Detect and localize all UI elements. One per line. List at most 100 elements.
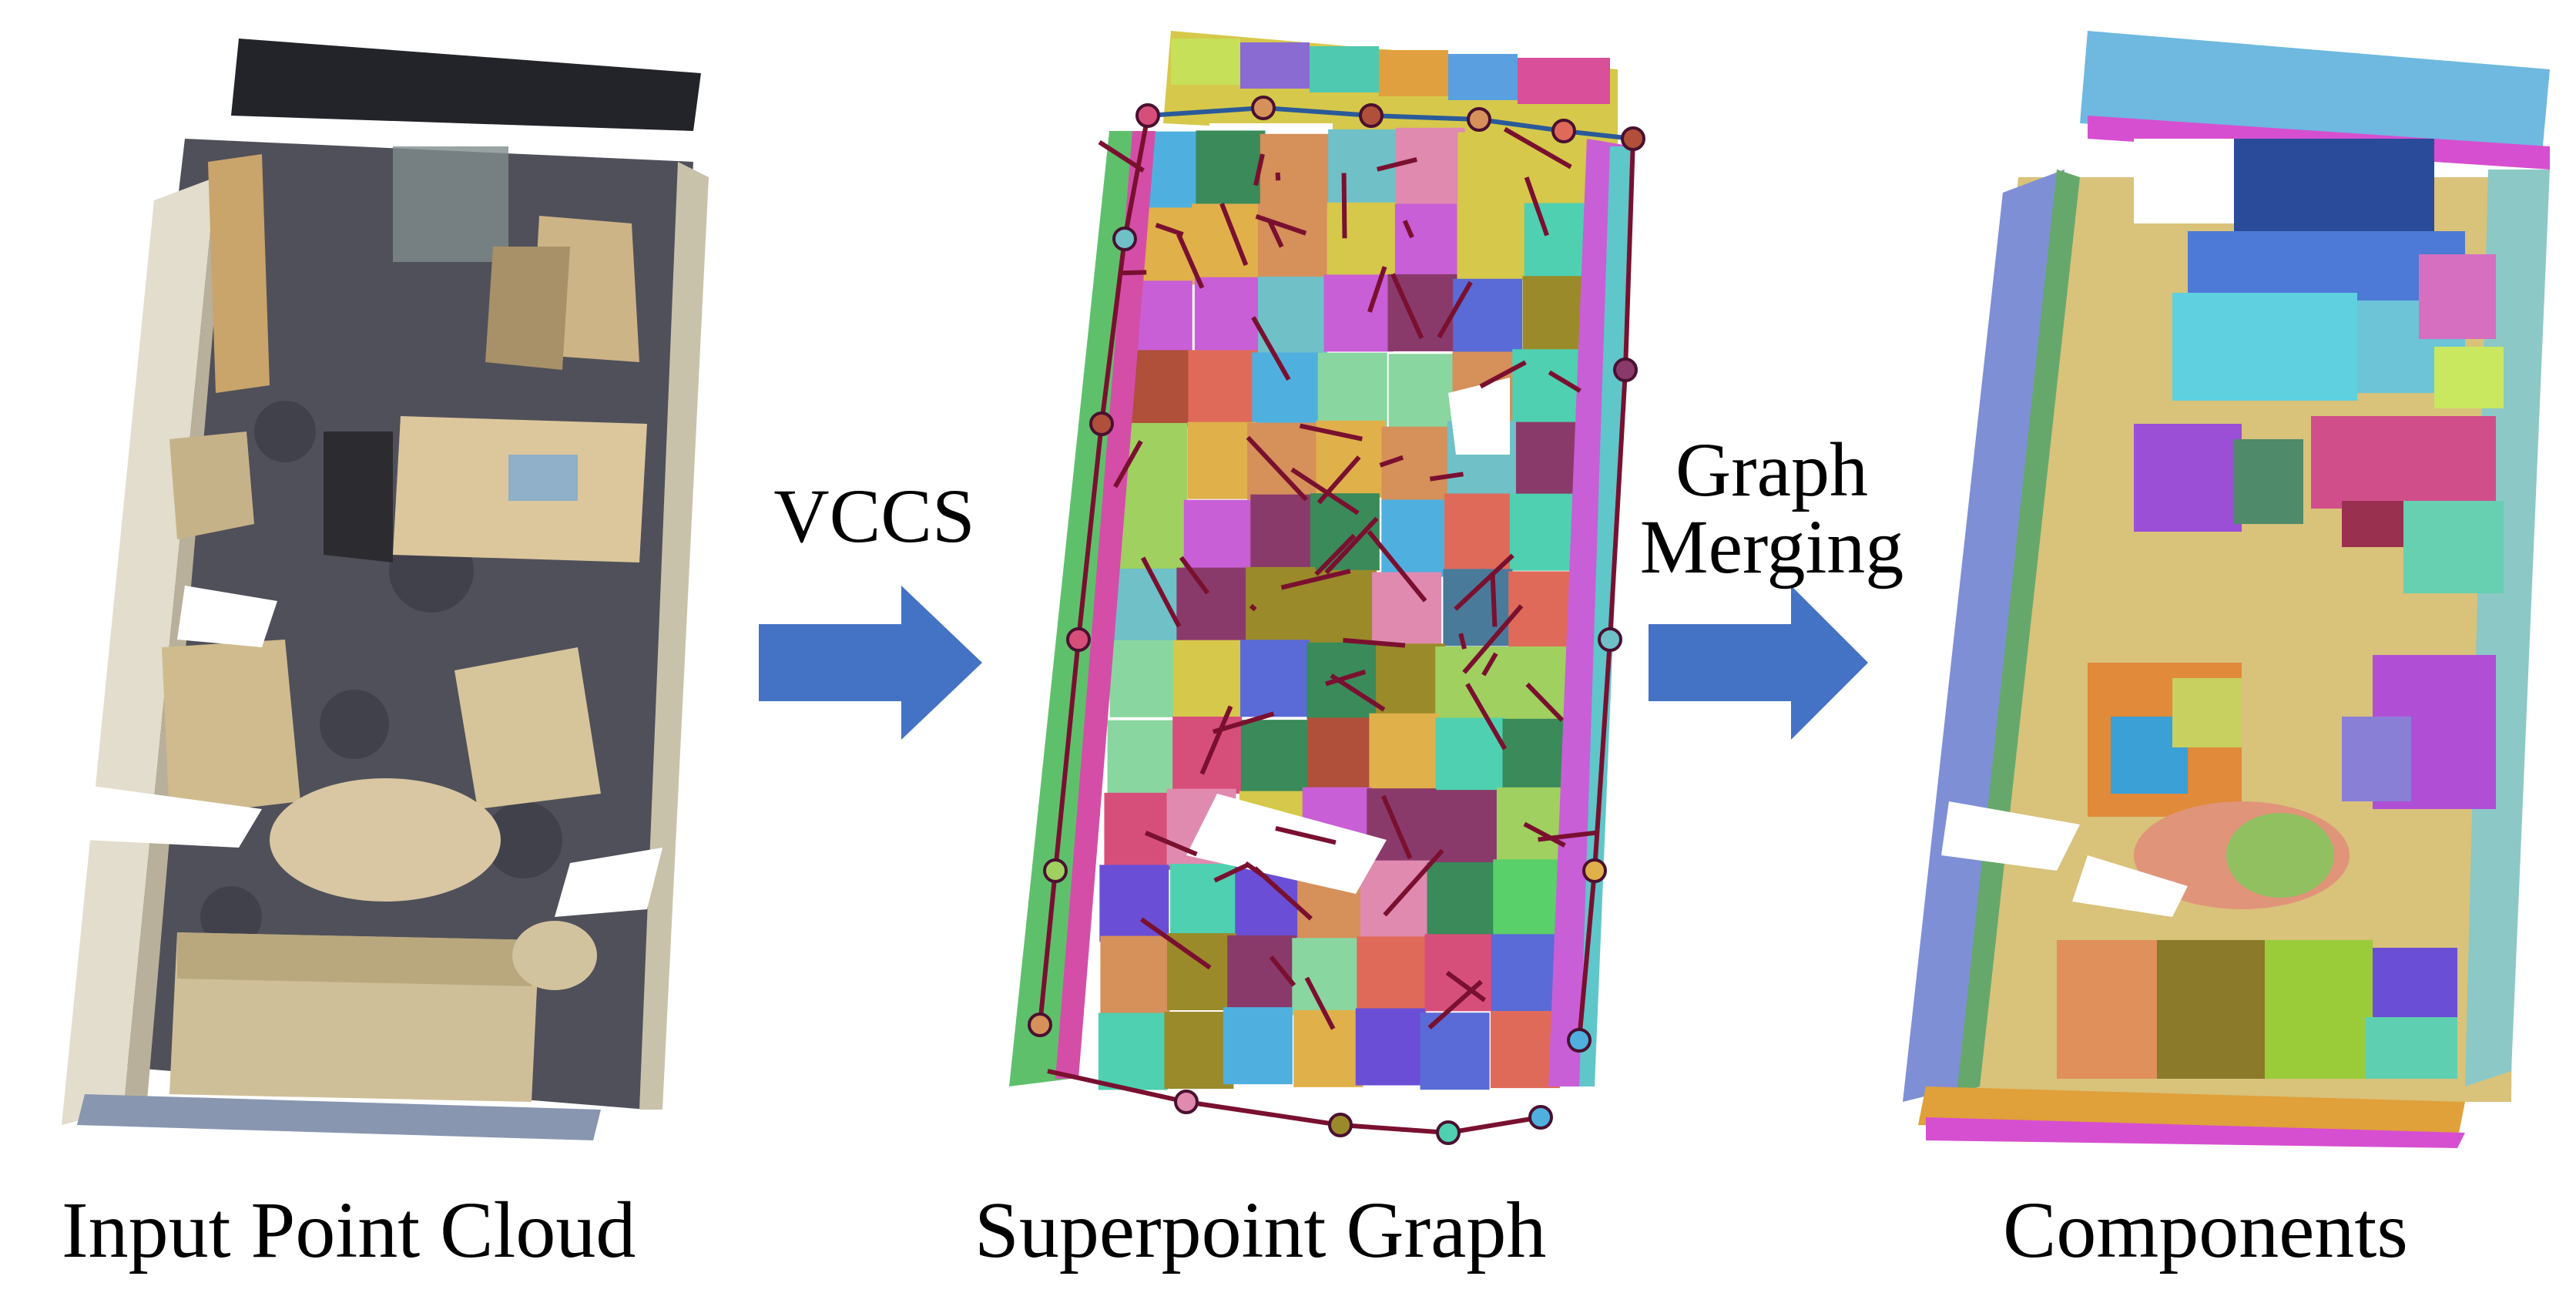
superpoint-cell (1491, 934, 1561, 1012)
graph-nodes (1028, 96, 1645, 1145)
superpoint-cell (1292, 938, 1362, 1016)
superpoint-cell (1240, 640, 1310, 717)
superpoint-cell (1376, 643, 1446, 721)
superpoint-cell (1194, 277, 1264, 354)
graph-edge (1341, 173, 1347, 239)
graph-edge (1269, 955, 1296, 987)
superpoint-cell (1490, 1011, 1560, 1089)
graph-edge (1330, 673, 1386, 712)
graph-edge (1253, 153, 1265, 186)
superpoint-cell (1307, 717, 1377, 795)
superpoint-graph-panel (955, 23, 1664, 1164)
graph-edge (1367, 529, 1427, 603)
graph-edge (1479, 360, 1527, 389)
superpoint-cell (1503, 646, 1573, 724)
graph-edge (1249, 603, 1257, 612)
graph-node (1613, 358, 1638, 382)
graph-edge (1390, 273, 1424, 339)
graph-edge (1144, 831, 1198, 857)
superpoint-cell (1259, 133, 1330, 211)
graph-node (1251, 96, 1276, 120)
graph-merging-label: Graph Merging (1625, 432, 1918, 586)
graph-edge (1275, 826, 1337, 845)
graph-node (1135, 103, 1160, 128)
graph-edge (1523, 821, 1566, 848)
superpoint-cell (1187, 421, 1257, 499)
superpoint-cell (1525, 130, 1595, 208)
graph-edge (1304, 976, 1336, 1030)
superpoint-cell (1457, 132, 1528, 210)
graph-edge (1343, 637, 1406, 648)
superpoint-cell (1453, 278, 1523, 356)
components-image (1903, 31, 2550, 1148)
superpoint-cell (1369, 713, 1439, 791)
graph-node (1043, 858, 1068, 883)
graph-edge (1402, 220, 1414, 239)
vccs-label: VCCS (773, 473, 975, 559)
superpoint-cell (1360, 860, 1430, 938)
superpoint-cell (1381, 499, 1451, 577)
graph-node (1328, 1113, 1353, 1137)
superpoint-cell (1317, 352, 1387, 430)
superpoint-cell (1172, 640, 1243, 717)
graph-edge (1317, 455, 1361, 505)
superpoint-cell (1372, 572, 1442, 650)
graph-node (1551, 119, 1576, 143)
superpoint-cell (1327, 202, 1397, 280)
graph-node (1567, 1028, 1592, 1053)
graph-edge (1380, 794, 1413, 860)
graph-node (1436, 1120, 1461, 1145)
graph-edge (1140, 556, 1182, 628)
superpoint-cell (1258, 277, 1328, 354)
graph-edge (1219, 203, 1249, 267)
graph-node (1112, 227, 1137, 251)
graph-edge (1503, 126, 1572, 170)
graph-edge (1314, 533, 1357, 576)
graph-edge (1199, 705, 1233, 775)
superpoint-cells (1098, 127, 1595, 1090)
graph-edge (1251, 316, 1291, 381)
superpoint-cell (1196, 130, 1266, 208)
graph-edge (1429, 472, 1464, 482)
superpoint-graph-image (1009, 31, 1645, 1145)
graph-edge (1155, 223, 1184, 237)
superpoint-cell (1388, 354, 1458, 432)
superpoint-cell (1172, 716, 1243, 794)
graph-edge (1525, 682, 1565, 722)
superpoint-cell (1509, 493, 1579, 571)
graph-node (1089, 411, 1114, 436)
superpoint-cell (1252, 352, 1322, 430)
graph-node (1467, 107, 1491, 132)
graph-node (1028, 1013, 1052, 1037)
superpoint-cell (1427, 862, 1497, 940)
graph-edge (1267, 220, 1284, 248)
superpoint-cell (1246, 566, 1316, 644)
graph-edge (1213, 862, 1250, 883)
graph-node (1621, 126, 1645, 151)
superpoint-cell (1457, 203, 1527, 280)
graph-node (1174, 1090, 1199, 1114)
superpoint-cell (1100, 935, 1170, 1013)
vccs-arrow-icon (759, 586, 982, 740)
superpoint-graph-caption: Superpoint Graph (974, 1186, 1547, 1274)
superpoint-cell (1257, 203, 1327, 281)
superpoint-cell (1247, 422, 1317, 500)
graph-node (1066, 627, 1091, 652)
superpoint-cell (1355, 1008, 1425, 1086)
superpoint-cell (1240, 720, 1310, 798)
graph-edge (1367, 266, 1387, 313)
superpoint-cell (1223, 1007, 1293, 1085)
graph-edge (1324, 516, 1379, 575)
graph-edge (1275, 172, 1281, 181)
superpoint-cell (1104, 792, 1174, 870)
superpoint-cell (1435, 790, 1505, 868)
graph-merging-label-line2: Merging (1639, 504, 1904, 589)
superpoint-cell (1109, 640, 1179, 717)
superpoint-cell (1164, 1012, 1234, 1090)
graph-edge (1255, 213, 1307, 236)
input-point-cloud-panel (31, 31, 724, 1171)
superpoint-cell (1395, 127, 1465, 205)
graph-edge (1113, 440, 1143, 489)
superpoint-cell (1183, 499, 1253, 577)
graph-edge (1299, 423, 1363, 442)
